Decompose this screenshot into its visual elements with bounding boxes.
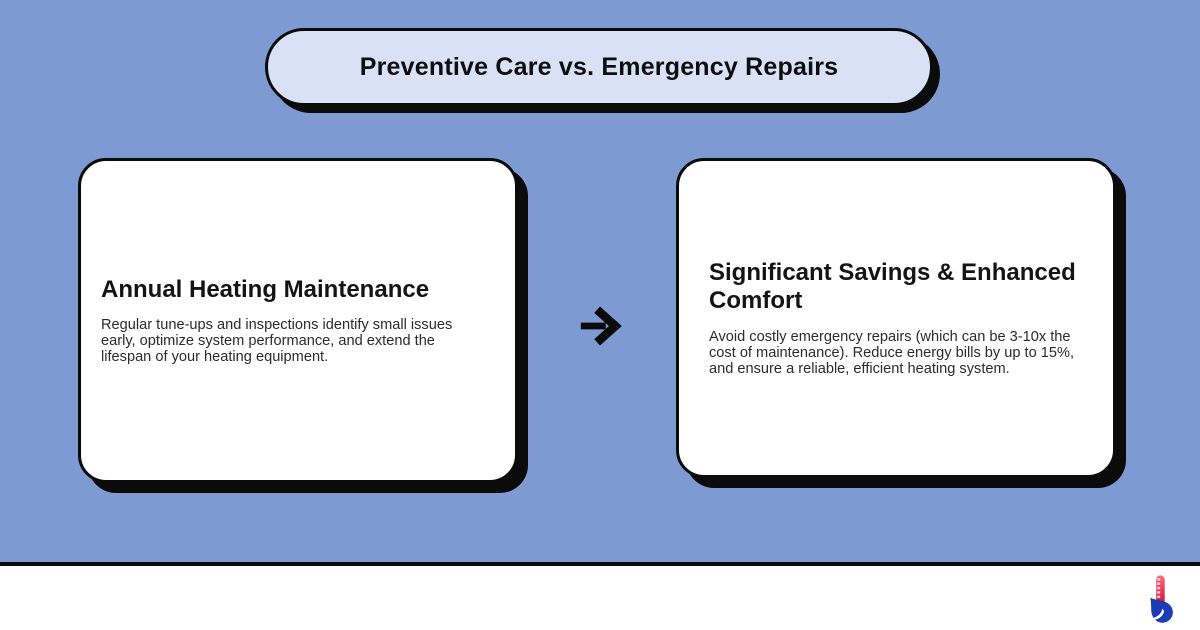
page-title: Preventive Care vs. Emergency Repairs [359,52,839,81]
card-body: Regular tune-ups and inspections identif… [101,317,453,366]
card-preventive-care: Annual Heating Maintenance Regular tune-… [78,158,518,483]
title-pill: Preventive Care vs. Emergency Repairs [265,28,933,106]
card-savings-comfort: Significant Savings & Enhanced Comfort A… [676,158,1116,478]
right-arrow-glyph [580,306,622,346]
right-arrow-icon [577,303,623,349]
card-heading: Significant Savings & Enhanced Comfort [709,259,1076,314]
footer-bar [0,562,1200,630]
card-heading: Annual Heating Maintenance [101,275,430,303]
card-body: Avoid costly emergency repairs (which ca… [709,328,1075,377]
thermometer-droplet-logo-icon [1148,575,1173,623]
